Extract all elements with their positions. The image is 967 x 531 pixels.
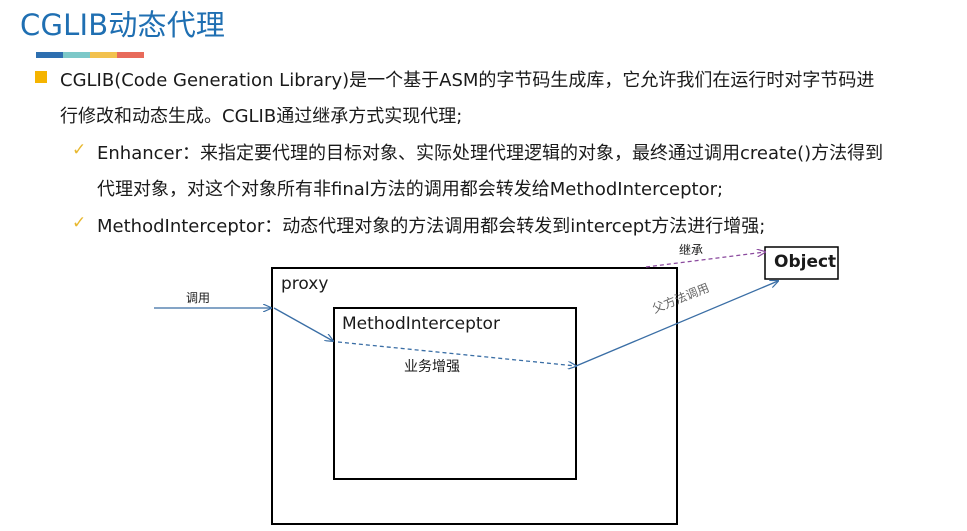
inherit-label: 继承	[679, 243, 704, 257]
enhancer-line-2: 代理对象，对这个对象所有非final方法的调用都会转发给MethodInterc…	[97, 179, 724, 200]
proxy-label: proxy	[281, 274, 329, 294]
proxy-to-interceptor-arrow	[273, 307, 333, 341]
proxy-box	[271, 267, 678, 525]
accent-segment-teal	[63, 52, 90, 58]
call-label: 调用	[186, 291, 211, 305]
checkmark-icon: ✓	[72, 140, 87, 160]
accent-segment-blue	[36, 52, 63, 58]
accent-segment-red	[117, 52, 144, 58]
paragraph-line-2: 行修改和动态生成。CGLIB通过继承方式实现代理;	[60, 106, 463, 127]
method-interceptor-box	[333, 307, 577, 480]
method-interceptor-label: MethodInterceptor	[342, 314, 500, 334]
inherit-arrow	[645, 252, 765, 268]
object-box	[764, 246, 839, 280]
square-bullet-icon	[35, 71, 47, 83]
slide-title: CGLIB动态代理	[20, 8, 226, 42]
paragraph-line-1: CGLIB(Code Generation Library)是一个基于ASM的字…	[60, 70, 875, 91]
checkmark-icon: ✓	[72, 213, 87, 233]
accent-segment-yellow	[90, 52, 117, 58]
enhance-arrow	[337, 341, 576, 366]
object-label: Object	[774, 252, 837, 272]
enhance-label: 业务增强	[404, 359, 460, 375]
enhancer-line-1: Enhancer：来指定要代理的目标对象、实际处理代理逻辑的对象，最终通过调用c…	[97, 143, 884, 164]
parent-call-arrow	[575, 281, 778, 367]
interceptor-line-1: MethodInterceptor：动态代理对象的方法调用都会转发到interc…	[97, 216, 766, 237]
title-accent-bar	[36, 52, 144, 58]
